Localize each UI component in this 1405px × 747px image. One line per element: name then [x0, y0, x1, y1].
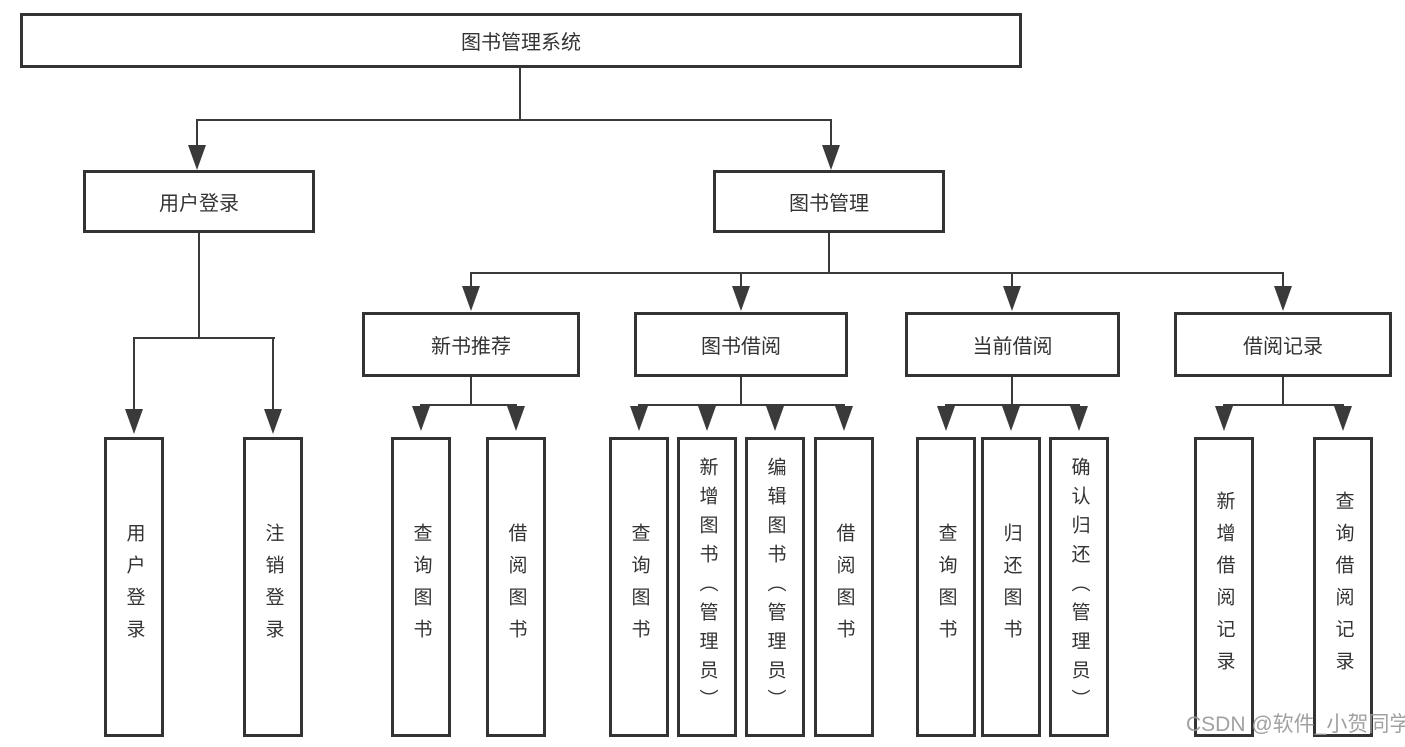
- leaf-return-books-label: 归还图书: [1000, 523, 1022, 651]
- arrow-down-icon: [1070, 406, 1088, 431]
- arrow-down-icon: [264, 409, 282, 434]
- arrow-down-icon: [937, 406, 955, 431]
- leaf-borrow-books-1-label: 借阅图书: [505, 523, 527, 651]
- arrow-down-icon: [766, 406, 784, 431]
- arrow-down-icon: [1334, 406, 1352, 431]
- node-book-borrow: 图书借阅: [634, 312, 848, 377]
- node-borrow-records: 借阅记录: [1174, 312, 1392, 377]
- leaf-confirm-return-admin-label: 确认归还（管理员）: [1068, 456, 1090, 718]
- connector-book-mgmt-stem: [828, 233, 830, 274]
- arrow-down-icon: [835, 406, 853, 431]
- connector-new-books-stem: [470, 377, 472, 406]
- connector-drop-current: [1011, 272, 1013, 288]
- node-book-mgmt: 图书管理: [713, 170, 945, 233]
- csdn-watermark: CSDN @软件_小贺同学: [1186, 713, 1405, 736]
- leaf-logout-label: 注销登录: [262, 523, 284, 651]
- leaf-query-borrow-record: 查询借阅记录: [1313, 437, 1373, 737]
- leaf-confirm-return-admin: 确认归还（管理员）: [1049, 437, 1109, 737]
- connector-current-rail: [945, 404, 1080, 406]
- connector-borrow-rail: [638, 404, 845, 406]
- connector-drop-records: [1282, 272, 1284, 288]
- node-user-login: 用户登录: [83, 170, 315, 233]
- leaf-borrow-books-2-label: 借阅图书: [833, 523, 855, 651]
- node-current-borrow-label: 当前借阅: [972, 336, 1053, 358]
- node-user-login-label: 用户登录: [159, 193, 239, 215]
- arrow-down-icon: [630, 406, 648, 431]
- arrow-down-icon: [412, 406, 430, 431]
- leaf-edit-book-admin-label: 编辑图书（管理员）: [764, 456, 786, 718]
- connector-drop-new-books: [470, 272, 472, 288]
- leaf-query-books-2-label: 查询图书: [628, 523, 650, 651]
- leaf-query-books-3: 查询图书: [916, 437, 976, 737]
- leaf-query-borrow-record-label: 查询借阅记录: [1332, 491, 1354, 683]
- leaf-add-borrow-record: 新增借阅记录: [1194, 437, 1254, 737]
- node-library-system-label: 图书管理系统: [461, 32, 581, 54]
- connector-user-login-stem: [198, 233, 200, 339]
- node-book-mgmt-label: 图书管理: [789, 193, 869, 215]
- connector-drop-user-login: [196, 119, 198, 147]
- leaf-add-book-admin-label: 新增图书（管理员）: [696, 456, 718, 718]
- leaf-return-books: 归还图书: [981, 437, 1041, 737]
- node-library-system: 图书管理系统: [20, 13, 1022, 68]
- arrow-down-icon: [462, 286, 480, 311]
- connector-current-stem: [1011, 377, 1013, 406]
- arrow-down-icon: [732, 286, 750, 311]
- leaf-query-books-1-label: 查询图书: [410, 523, 432, 651]
- leaf-query-books-3-label: 查询图书: [935, 523, 957, 651]
- arrow-down-icon: [188, 145, 206, 170]
- connector-borrow-stem: [740, 377, 742, 406]
- leaf-query-books-1: 查询图书: [391, 437, 451, 737]
- leaf-logout: 注销登录: [243, 437, 303, 737]
- node-book-borrow-label: 图书借阅: [701, 336, 781, 358]
- connector-records-rail: [1223, 404, 1344, 406]
- arrow-down-icon: [1274, 286, 1292, 311]
- arrow-down-icon: [125, 409, 143, 434]
- leaf-query-books-2: 查询图书: [609, 437, 669, 737]
- connector-drop-borrow: [740, 272, 742, 288]
- leaf-user-login-label: 用户登录: [123, 523, 145, 651]
- leaf-add-book-admin: 新增图书（管理员）: [677, 437, 737, 737]
- node-current-borrow: 当前借阅: [905, 312, 1120, 377]
- arrow-down-icon: [1002, 406, 1020, 431]
- leaf-user-login: 用户登录: [104, 437, 164, 737]
- connector-drop-leaf: [272, 337, 274, 411]
- connector-book-mgmt-rail: [470, 272, 1284, 274]
- arrow-down-icon: [698, 406, 716, 431]
- connector-new-books-rail: [420, 404, 517, 406]
- node-new-book-recommend: 新书推荐: [362, 312, 580, 377]
- leaf-edit-book-admin: 编辑图书（管理员）: [745, 437, 805, 737]
- arrow-down-icon: [822, 145, 840, 170]
- arrow-down-icon: [507, 406, 525, 431]
- connector-root-stem: [519, 68, 521, 121]
- arrow-down-icon: [1003, 286, 1021, 311]
- connector-user-login-rail: [133, 337, 275, 339]
- node-new-book-recommend-label: 新书推荐: [431, 336, 511, 358]
- connector-drop-book-mgmt: [830, 119, 832, 147]
- connector-records-stem: [1282, 377, 1284, 406]
- connector-root-rail: [196, 119, 832, 121]
- node-borrow-records-label: 借阅记录: [1243, 336, 1323, 358]
- arrow-down-icon: [1215, 406, 1233, 431]
- leaf-borrow-books-2: 借阅图书: [814, 437, 874, 737]
- leaf-borrow-books-1: 借阅图书: [486, 437, 546, 737]
- connector-drop-leaf: [133, 337, 135, 411]
- leaf-add-borrow-record-label: 新增借阅记录: [1213, 491, 1235, 683]
